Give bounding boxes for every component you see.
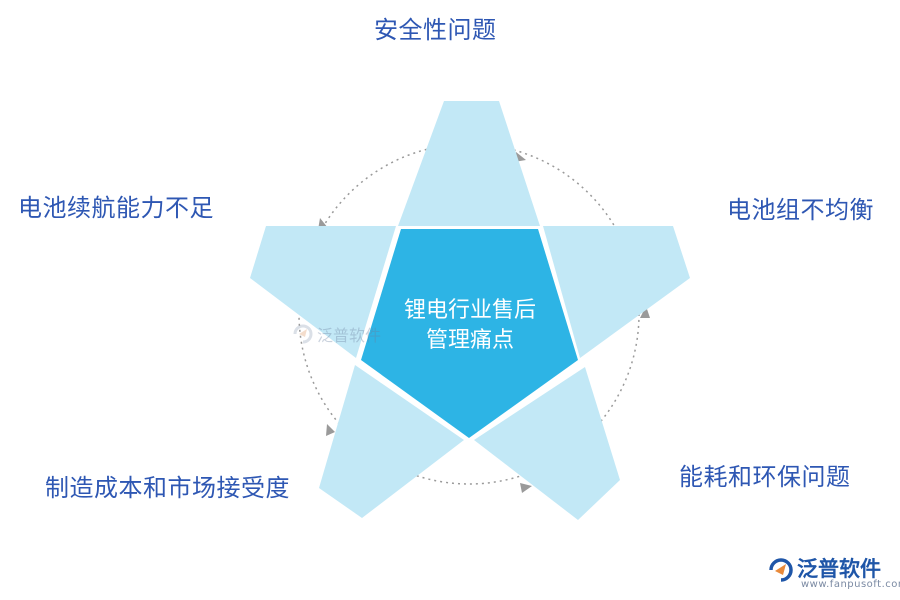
center-title-line-1: 锂电行业售后 [403,298,536,323]
arrow-icon [640,306,650,318]
star-point-right [543,226,690,358]
brand-website: www.fanpusoft.com [801,579,900,590]
label-bottom-left: 制造成本和市场接受度 [45,474,290,502]
label-top: 安全性问题 [374,16,497,44]
watermark-logo: 泛普软件 [292,322,381,346]
brand-logo-icon [769,558,793,582]
center-title: 锂电行业售后 管理痛点 [370,296,570,356]
center-title-line-2: 管理痛点 [425,328,514,353]
label-left: 电池续航能力不足 [18,194,214,222]
arrow-icon [520,483,532,493]
center-pentagon [361,229,578,438]
label-right: 电池组不均衡 [727,196,874,224]
star-point-top [398,101,540,226]
label-bottom-right: 能耗和环保问题 [679,463,851,491]
brand-name: 泛普软件 [797,557,881,581]
logo-icon [293,324,313,344]
star-point-left [250,226,396,358]
star-point-bottom-right [474,367,620,520]
star-point-bottom-left [319,365,464,518]
watermark-text: 泛普软件 [317,326,382,345]
brand-logo: 泛普软件 www.fanpusoft.com [765,553,900,597]
arrow-icon [326,424,335,436]
